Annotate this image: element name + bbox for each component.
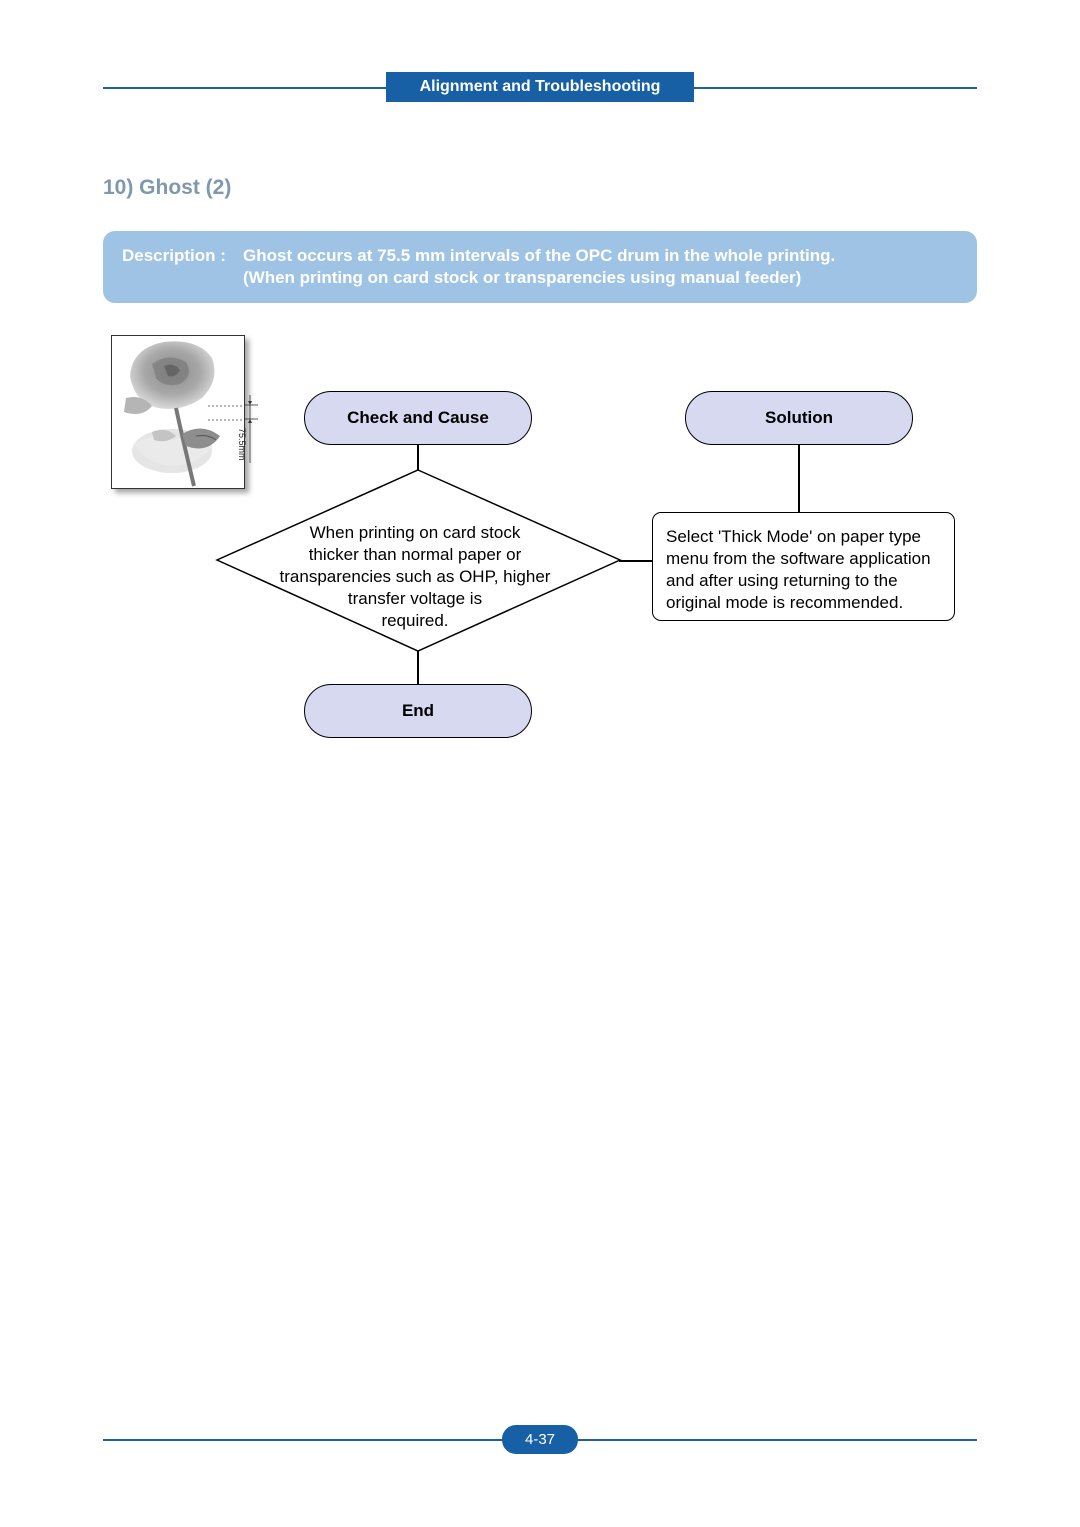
page-number: 4-37 <box>502 1425 578 1454</box>
connector-decision-to-end <box>417 651 419 684</box>
interval-label: 75.5mm <box>237 428 247 461</box>
connector-check-to-decision <box>417 445 419 470</box>
interval-marker <box>244 395 258 463</box>
decision-line: required. <box>381 611 449 630</box>
description-line-1: Ghost occurs at 75.5 mm intervals of the… <box>243 246 836 265</box>
check-and-cause-terminal: Check and Cause <box>304 391 532 445</box>
solution-terminal: Solution <box>685 391 913 445</box>
connector-decision-to-solution <box>619 560 652 562</box>
connector-solution-to-box <box>798 445 800 512</box>
solution-box: Select 'Thick Mode' on paper type menu f… <box>652 512 955 621</box>
description-label: Description : <box>122 246 226 265</box>
decision-diamond <box>215 469 622 652</box>
end-terminal: End <box>304 684 532 738</box>
description-line-2: (When printing on card stock or transpar… <box>243 268 802 287</box>
header-rule-left <box>103 87 386 89</box>
solution-line: Select 'Thick Mode' on paper type <box>666 527 922 546</box>
description-box: Description : Ghost occurs at 75.5 mm in… <box>103 231 977 303</box>
rose-illustration <box>124 341 244 487</box>
decision-line: thicker than normal paper or <box>308 545 522 564</box>
decision-line: When printing on card stock <box>309 523 521 542</box>
decision-line: transfer voltage is <box>347 589 483 608</box>
footer-rule-left <box>103 1439 503 1441</box>
header-rule-right <box>694 87 977 89</box>
page-title: 10) Ghost (2) <box>103 176 232 199</box>
solution-line: original mode is recommended. <box>666 593 904 612</box>
ghost-sample-image <box>111 335 245 489</box>
decision-text: When printing on card stock thicker than… <box>262 522 568 632</box>
section-tab: Alignment and Troubleshooting <box>386 72 694 102</box>
solution-line: and after using returning to the <box>666 571 898 590</box>
footer-rule-right <box>577 1439 977 1441</box>
decision-line: transparencies such as OHP, higher <box>279 567 551 586</box>
solution-line: menu from the software application <box>666 549 931 568</box>
